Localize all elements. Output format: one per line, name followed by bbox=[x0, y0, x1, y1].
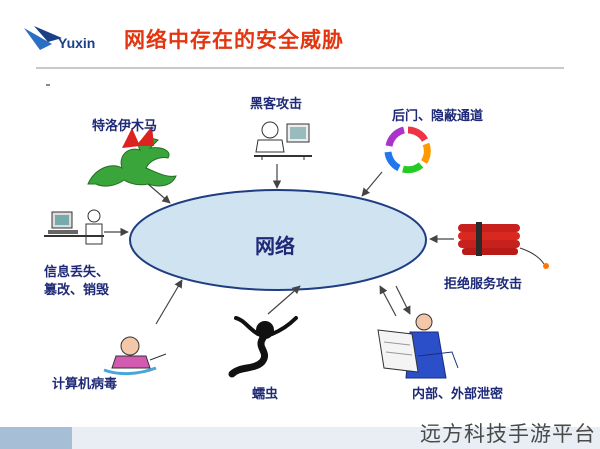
label-worm: 蠕虫 bbox=[252, 387, 279, 402]
label-backdoor: 后门、隐蔽通道 bbox=[392, 109, 484, 124]
arrow-leak-a bbox=[379, 285, 397, 317]
man-reading-icon bbox=[377, 313, 459, 379]
cycle-arrows-icon bbox=[384, 126, 431, 174]
decorative-mark bbox=[46, 84, 50, 86]
yuxin-logo-icon bbox=[24, 26, 62, 50]
arrow-trojan bbox=[147, 183, 171, 204]
footer-accent-bar bbox=[0, 427, 72, 449]
office-worker-icon bbox=[44, 209, 104, 245]
label-leak: 内部、外部泄密 bbox=[412, 387, 504, 402]
worm-icon bbox=[228, 316, 298, 378]
arrow-backdoor bbox=[361, 171, 383, 197]
logo-text: Yuxin bbox=[58, 35, 96, 51]
dynamite-icon bbox=[458, 222, 549, 269]
arrow-leak-b bbox=[395, 285, 411, 315]
network-ellipse bbox=[129, 189, 427, 291]
hacker-computer-icon bbox=[254, 121, 312, 160]
footer-bar bbox=[72, 427, 600, 449]
label-virus: 计算机病毒 bbox=[52, 377, 118, 392]
network-label: 网络 bbox=[255, 234, 295, 258]
slide-header: Yuxin 网络中存在的安全威胁 bbox=[0, 0, 600, 86]
dragon-icon bbox=[87, 126, 177, 187]
label-hacker: 黑客攻击 bbox=[250, 97, 303, 112]
arrow-virus bbox=[155, 279, 183, 325]
label-info-loss-2: 篡改、销毁 bbox=[44, 283, 110, 298]
sick-person-icon bbox=[103, 336, 167, 376]
label-info-loss-1: 信息丢失、 bbox=[44, 265, 110, 280]
slide-title: 网络中存在的安全威胁 bbox=[124, 28, 344, 52]
header-divider bbox=[36, 67, 564, 69]
label-trojan: 特洛伊木马 bbox=[92, 119, 158, 134]
label-dos: 拒绝服务攻击 bbox=[444, 277, 523, 292]
watermark-text: 远方科技手游平台 bbox=[420, 422, 596, 446]
arrow-worm bbox=[267, 285, 301, 315]
